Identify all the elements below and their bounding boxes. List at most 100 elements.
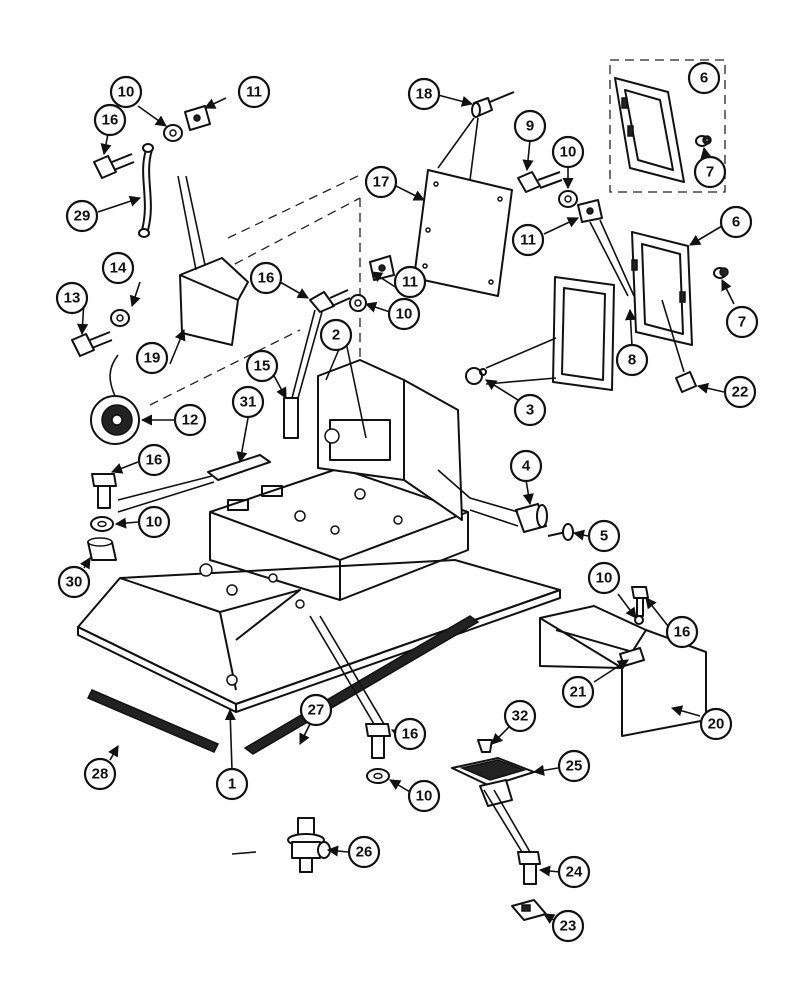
cover-plate-holes bbox=[422, 181, 503, 285]
callout-23: 23 bbox=[551, 909, 585, 943]
svg-text:10: 10 bbox=[118, 84, 135, 101]
valve-fitting bbox=[287, 817, 331, 873]
nut-14 bbox=[110, 309, 130, 327]
callout-10: 10 bbox=[587, 561, 621, 595]
callout-16: 16 bbox=[249, 261, 283, 295]
callout-10: 10 bbox=[551, 135, 585, 169]
callout-7: 7 bbox=[725, 305, 759, 339]
svg-text:32: 32 bbox=[512, 708, 529, 725]
callout-32: 32 bbox=[503, 699, 537, 733]
svg-text:11: 11 bbox=[402, 274, 418, 291]
svg-text:16: 16 bbox=[258, 270, 275, 287]
callout-2: 2 bbox=[319, 318, 353, 352]
svg-text:10: 10 bbox=[560, 144, 577, 161]
svg-text:13: 13 bbox=[64, 290, 81, 307]
clip-right bbox=[577, 199, 603, 223]
callout-11: 11 bbox=[511, 223, 545, 257]
svg-text:6: 6 bbox=[732, 214, 740, 231]
leader-lines bbox=[77, 94, 735, 924]
callout-1: 1 bbox=[215, 767, 249, 801]
svg-text:28: 28 bbox=[92, 766, 109, 783]
screw-5 bbox=[547, 523, 574, 541]
storage-box bbox=[179, 257, 249, 346]
callout-31: 31 bbox=[231, 385, 265, 419]
callout-16: 16 bbox=[393, 717, 427, 751]
callout-11: 11 bbox=[393, 265, 427, 299]
svg-text:27: 27 bbox=[308, 702, 325, 719]
svg-text:20: 20 bbox=[708, 716, 725, 733]
svg-text:8: 8 bbox=[628, 352, 636, 369]
svg-text:11: 11 bbox=[520, 232, 536, 249]
svg-text:29: 29 bbox=[74, 208, 91, 225]
callout-27: 27 bbox=[299, 693, 333, 727]
ring-terminal bbox=[465, 367, 487, 385]
frame-8 bbox=[552, 276, 615, 391]
callout-15: 15 bbox=[245, 349, 279, 383]
svg-text:16: 16 bbox=[402, 726, 419, 743]
svg-text:30: 30 bbox=[66, 574, 83, 591]
speaker-grille bbox=[90, 395, 140, 445]
svg-text:25: 25 bbox=[566, 758, 583, 775]
callout-20: 20 bbox=[699, 707, 733, 741]
bolt-13 bbox=[71, 331, 113, 357]
wing-nut-upper bbox=[695, 135, 712, 147]
bolt-24 bbox=[517, 851, 541, 885]
callout-28: 28 bbox=[83, 757, 117, 791]
bolt-9 bbox=[517, 171, 563, 193]
washer-top-left bbox=[163, 124, 183, 142]
svg-text:26: 26 bbox=[356, 844, 373, 861]
svg-text:14: 14 bbox=[110, 260, 127, 277]
svg-text:3: 3 bbox=[526, 402, 534, 419]
svg-text:10: 10 bbox=[416, 788, 433, 805]
bushing-30 bbox=[87, 537, 117, 561]
pedal-25 bbox=[451, 757, 535, 807]
callout-10: 10 bbox=[407, 779, 441, 813]
callout-16: 16 bbox=[665, 615, 699, 649]
callout-30: 30 bbox=[57, 565, 91, 599]
callout-9: 9 bbox=[513, 109, 547, 143]
callout-10: 10 bbox=[109, 75, 143, 109]
svg-text:18: 18 bbox=[416, 86, 433, 103]
svg-text:24: 24 bbox=[566, 864, 583, 881]
callout-7: 7 bbox=[693, 155, 727, 189]
svg-text:16: 16 bbox=[146, 452, 163, 469]
callout-14: 14 bbox=[101, 251, 135, 285]
callout-6: 6 bbox=[687, 61, 721, 95]
callout-26: 26 bbox=[347, 835, 381, 869]
callout-12: 12 bbox=[173, 403, 207, 437]
washer-right bbox=[558, 190, 578, 208]
spacer-4 bbox=[515, 503, 548, 533]
bolt-mid bbox=[309, 289, 351, 313]
nut-23 bbox=[511, 899, 547, 921]
bolt-lower bbox=[365, 723, 391, 759]
bolt-top-left bbox=[93, 153, 135, 179]
svg-text:19: 19 bbox=[144, 350, 161, 367]
svg-text:2: 2 bbox=[332, 327, 340, 344]
callout-10: 10 bbox=[137, 505, 171, 539]
callout-10: 10 bbox=[387, 297, 421, 331]
clip-top-left bbox=[184, 105, 211, 131]
callout-16: 16 bbox=[137, 443, 171, 477]
gasket-lower bbox=[631, 231, 693, 346]
svg-text:10: 10 bbox=[396, 306, 413, 323]
callout-24: 24 bbox=[557, 855, 591, 889]
svg-text:7: 7 bbox=[738, 314, 746, 331]
svg-text:31: 31 bbox=[240, 394, 257, 411]
callout-19: 19 bbox=[135, 341, 169, 375]
clip-32 bbox=[477, 739, 493, 753]
svg-text:22: 22 bbox=[732, 384, 749, 401]
svg-text:12: 12 bbox=[182, 412, 199, 429]
callout-25: 25 bbox=[557, 749, 591, 783]
washer-lower bbox=[366, 768, 390, 784]
callout-29: 29 bbox=[65, 199, 99, 233]
svg-text:21: 21 bbox=[570, 684, 587, 701]
callout-3: 3 bbox=[513, 393, 547, 427]
callout-8: 8 bbox=[615, 343, 649, 377]
svg-text:16: 16 bbox=[102, 112, 119, 129]
bracket-15 bbox=[283, 397, 299, 439]
svg-text:7: 7 bbox=[706, 164, 714, 181]
callout-11: 11 bbox=[237, 75, 271, 109]
kit-inset-frame bbox=[609, 59, 726, 193]
svg-text:15: 15 bbox=[254, 358, 271, 375]
